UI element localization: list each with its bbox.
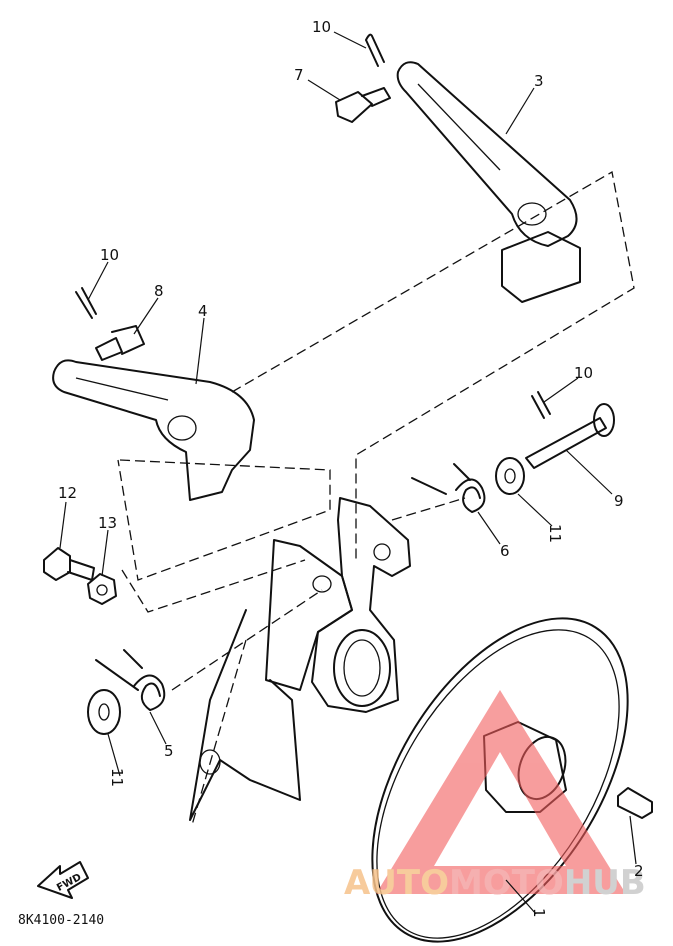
pin-part-9 [525,403,615,469]
washer-lower-part-11 [87,689,121,735]
callout-labels: 10 7 3 10 8 4 10 9 12 13 6 11 5 11 2 1 [58,18,644,918]
joint-part-8 [95,325,145,361]
watermark-text-hub: HUB [564,863,646,903]
drawing-code: 8K4100-2140 [18,913,104,928]
callout-13: 13 [98,514,117,532]
callout-2: 2 [634,862,644,880]
joint-part-7 [335,87,391,123]
callout-11-upper: 11 [546,524,564,543]
nut-part-13 [87,573,117,605]
callout-4: 4 [198,302,208,320]
callout-12: 12 [58,484,77,502]
callout-3: 3 [534,72,544,90]
assembly-guide-lines [117,170,635,826]
callout-11-lower: 11 [108,768,126,787]
spring-part-5 [95,649,166,711]
key-part-2 [617,787,653,819]
callout-1: 1 [530,908,548,918]
forward-arrow-icon: FWD [37,861,89,899]
watermark-triangle-icon [376,690,626,894]
callout-6: 6 [500,542,510,560]
callout-5: 5 [164,742,174,760]
upper-arm-part-3 [396,61,581,303]
washer-upper-part-11 [495,457,525,495]
bolt-part-12 [43,547,95,581]
callout-10-top: 10 [312,18,331,36]
cotter-pin-right [531,391,551,419]
callout-10-left: 10 [100,246,119,264]
callout-10-right: 10 [574,364,593,382]
automotohub-watermark: AUTOMOTOHUB [344,690,646,903]
callout-9: 9 [614,492,624,510]
watermark-text-auto: AUTO [344,863,449,903]
callout-8: 8 [154,282,164,300]
svg-text:AUTOMOTOHUB: AUTOMOTOHUB [344,863,646,903]
callout-7: 7 [294,66,304,84]
spring-part-6 [411,463,486,513]
mounting-bracket [189,497,411,821]
leader-lines [59,31,637,915]
lower-arm-part-4 [52,359,255,501]
cotter-pin-top [365,33,385,67]
watermark-text-moto: MOTO [449,863,564,903]
cotter-pin-left [75,287,97,319]
